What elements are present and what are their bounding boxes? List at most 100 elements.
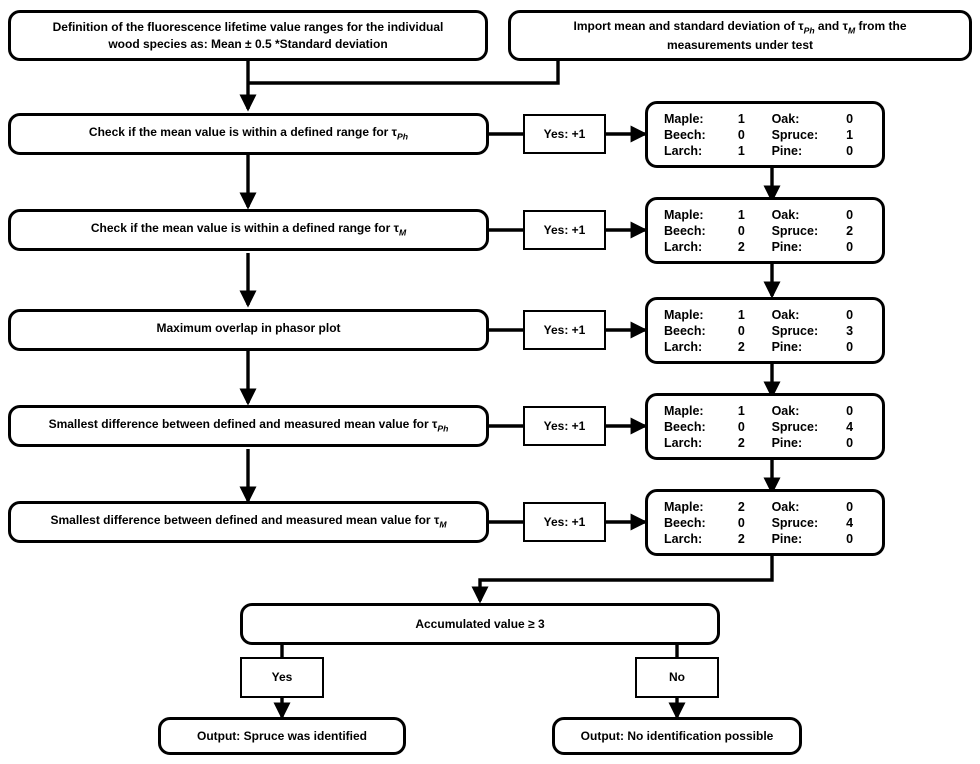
node-tally-4: Maple: 1 Oak: 0 Beech: 0 Spruce: 4 Larch… [645,393,885,460]
tally-label-spruce: Spruce: [771,420,819,434]
tau-symbol: τ [393,221,399,236]
table-row: Maple: 1 Oak: 0 [664,403,868,419]
tally-label-pine: Pine: [771,340,803,354]
tally-label-pine: Pine: [771,532,803,546]
output-yes-label: Output: Spruce was identified [196,728,367,743]
node-yes-increment-3: Yes: +1 [523,310,606,350]
tally-label-maple: Maple: [664,112,704,126]
tally-label-beech: Beech: [664,128,706,142]
yes-increment-1-label: Yes: +1 [543,126,586,141]
tally-value-maple: 1 [737,404,745,418]
tally-label-oak: Oak: [771,112,800,126]
yes-increment-2-label: Yes: +1 [543,222,586,237]
tally-3-table: Maple: 1 Oak: 0 Beech: 0 Spruce: 3 Larch… [664,307,868,355]
tau-subscript: M [847,25,856,36]
node-yes-increment-4: Yes: +1 [523,406,606,446]
table-row: Larch: 2 Pine: 0 [664,531,868,547]
tally-label-spruce: Spruce: [771,224,819,238]
criterion-1-text: Check if the mean value is within a defi… [88,125,409,142]
tally-label-larch: Larch: [664,436,703,450]
tau-symbol: τ [433,513,440,528]
tally-label-oak: Oak: [771,208,800,222]
definition-line-1: Definition of the fluorescence lifetime … [52,20,444,35]
decision-label: Accumulated value ≥ 3 [415,616,545,631]
tally-value-oak: 0 [846,404,854,418]
tau-subscript: Ph [803,25,815,36]
table-row: Beech: 0 Spruce: 3 [664,323,868,339]
tally-2-table: Maple: 1 Oak: 0 Beech: 0 Spruce: 2 Larch… [664,207,868,255]
tally-label-maple: Maple: [664,208,704,222]
tally-label-maple: Maple: [664,404,704,418]
tally-value-oak: 0 [846,308,854,322]
tau-symbol: τ [842,18,848,33]
tally-label-spruce: Spruce: [771,128,819,142]
tally-label-spruce: Spruce: [771,324,819,338]
node-criterion-3: Maximum overlap in phasor plot [8,309,489,351]
import-suffix: from the [855,18,907,33]
node-import: Import mean and standard deviation of τP… [508,10,972,61]
yes-increment-3-label: Yes: +1 [543,322,586,337]
table-row: Maple: 1 Oak: 0 [664,307,868,323]
tally-value-spruce: 4 [846,516,854,530]
yes-increment-4-label: Yes: +1 [543,418,586,433]
node-tally-3: Maple: 1 Oak: 0 Beech: 0 Spruce: 3 Larch… [645,297,885,364]
tally-value-maple: 1 [737,112,745,126]
table-row: Beech: 0 Spruce: 4 [664,419,868,435]
tally-label-larch: Larch: [664,144,703,158]
tally-value-pine: 0 [846,532,854,546]
node-criterion-1: Check if the mean value is within a defi… [8,113,489,155]
definition-line-2: wood species as: Mean ± 0.5 *Standard de… [108,36,388,51]
tally-label-spruce: Spruce: [771,516,819,530]
table-row: Larch: 2 Pine: 0 [664,339,868,355]
tally-value-maple: 1 [737,208,745,222]
node-criterion-4: Smallest difference between defined and … [8,405,489,447]
tally-value-beech: 0 [737,516,745,530]
table-row: Maple: 1 Oak: 0 [664,207,868,223]
tally-label-larch: Larch: [664,340,703,354]
node-yes-increment-2: Yes: +1 [523,210,606,250]
tally-label-maple: Maple: [664,308,704,322]
tally-label-oak: Oak: [771,404,800,418]
tally-value-beech: 0 [737,224,745,238]
tally-label-pine: Pine: [771,436,803,450]
tally-label-maple: Maple: [664,500,704,514]
tally-label-beech: Beech: [664,224,706,238]
tally-value-larch: 2 [737,436,745,450]
tally-value-spruce: 2 [846,224,854,238]
table-row: Beech: 0 Spruce: 2 [664,223,868,239]
tally-label-oak: Oak: [771,308,800,322]
wire-import-to-merge [248,61,560,85]
tally-label-larch: Larch: [664,240,703,254]
table-row: Maple: 2 Oak: 0 [664,499,868,515]
table-row: Larch: 2 Pine: 0 [664,239,868,255]
tau-subscript: Ph [397,131,409,142]
tally-value-spruce: 1 [846,128,854,142]
tally-5-table: Maple: 2 Oak: 0 Beech: 0 Spruce: 4 Larch… [664,499,868,547]
tally-label-oak: Oak: [771,500,800,514]
import-line-2: measurements under test [666,37,814,52]
wire-tally5-to-decision [471,556,774,604]
tally-4-table: Maple: 1 Oak: 0 Beech: 0 Spruce: 4 Larch… [664,403,868,451]
tally-value-pine: 0 [846,340,854,354]
tally-value-oak: 0 [846,208,854,222]
tally-value-larch: 2 [737,340,745,354]
tally-value-pine: 0 [846,436,854,450]
tally-value-beech: 0 [737,324,745,338]
tau-symbol: τ [391,125,398,140]
criterion-4-text: Smallest difference between defined and … [48,417,449,434]
import-text: Import mean and standard deviation of τP… [564,18,917,53]
node-criterion-2: Check if the mean value is within a defi… [8,209,489,251]
node-decision-accumulated-value: Accumulated value ≥ 3 [240,603,720,645]
tau-subscript: M [398,227,407,238]
tally-value-oak: 0 [846,500,854,514]
tally-value-maple: 1 [737,308,745,322]
tally-value-spruce: 3 [846,324,854,338]
node-definition: Definition of the fluorescence lifetime … [8,10,488,61]
tally-label-pine: Pine: [771,144,803,158]
yes-increment-5-label: Yes: +1 [543,514,586,529]
node-branch-yes: Yes [240,657,324,698]
node-tally-5: Maple: 2 Oak: 0 Beech: 0 Spruce: 4 Larch… [645,489,885,556]
tally-value-pine: 0 [846,240,854,254]
node-branch-no: No [635,657,719,698]
criterion-5-text: Smallest difference between defined and … [50,513,447,530]
